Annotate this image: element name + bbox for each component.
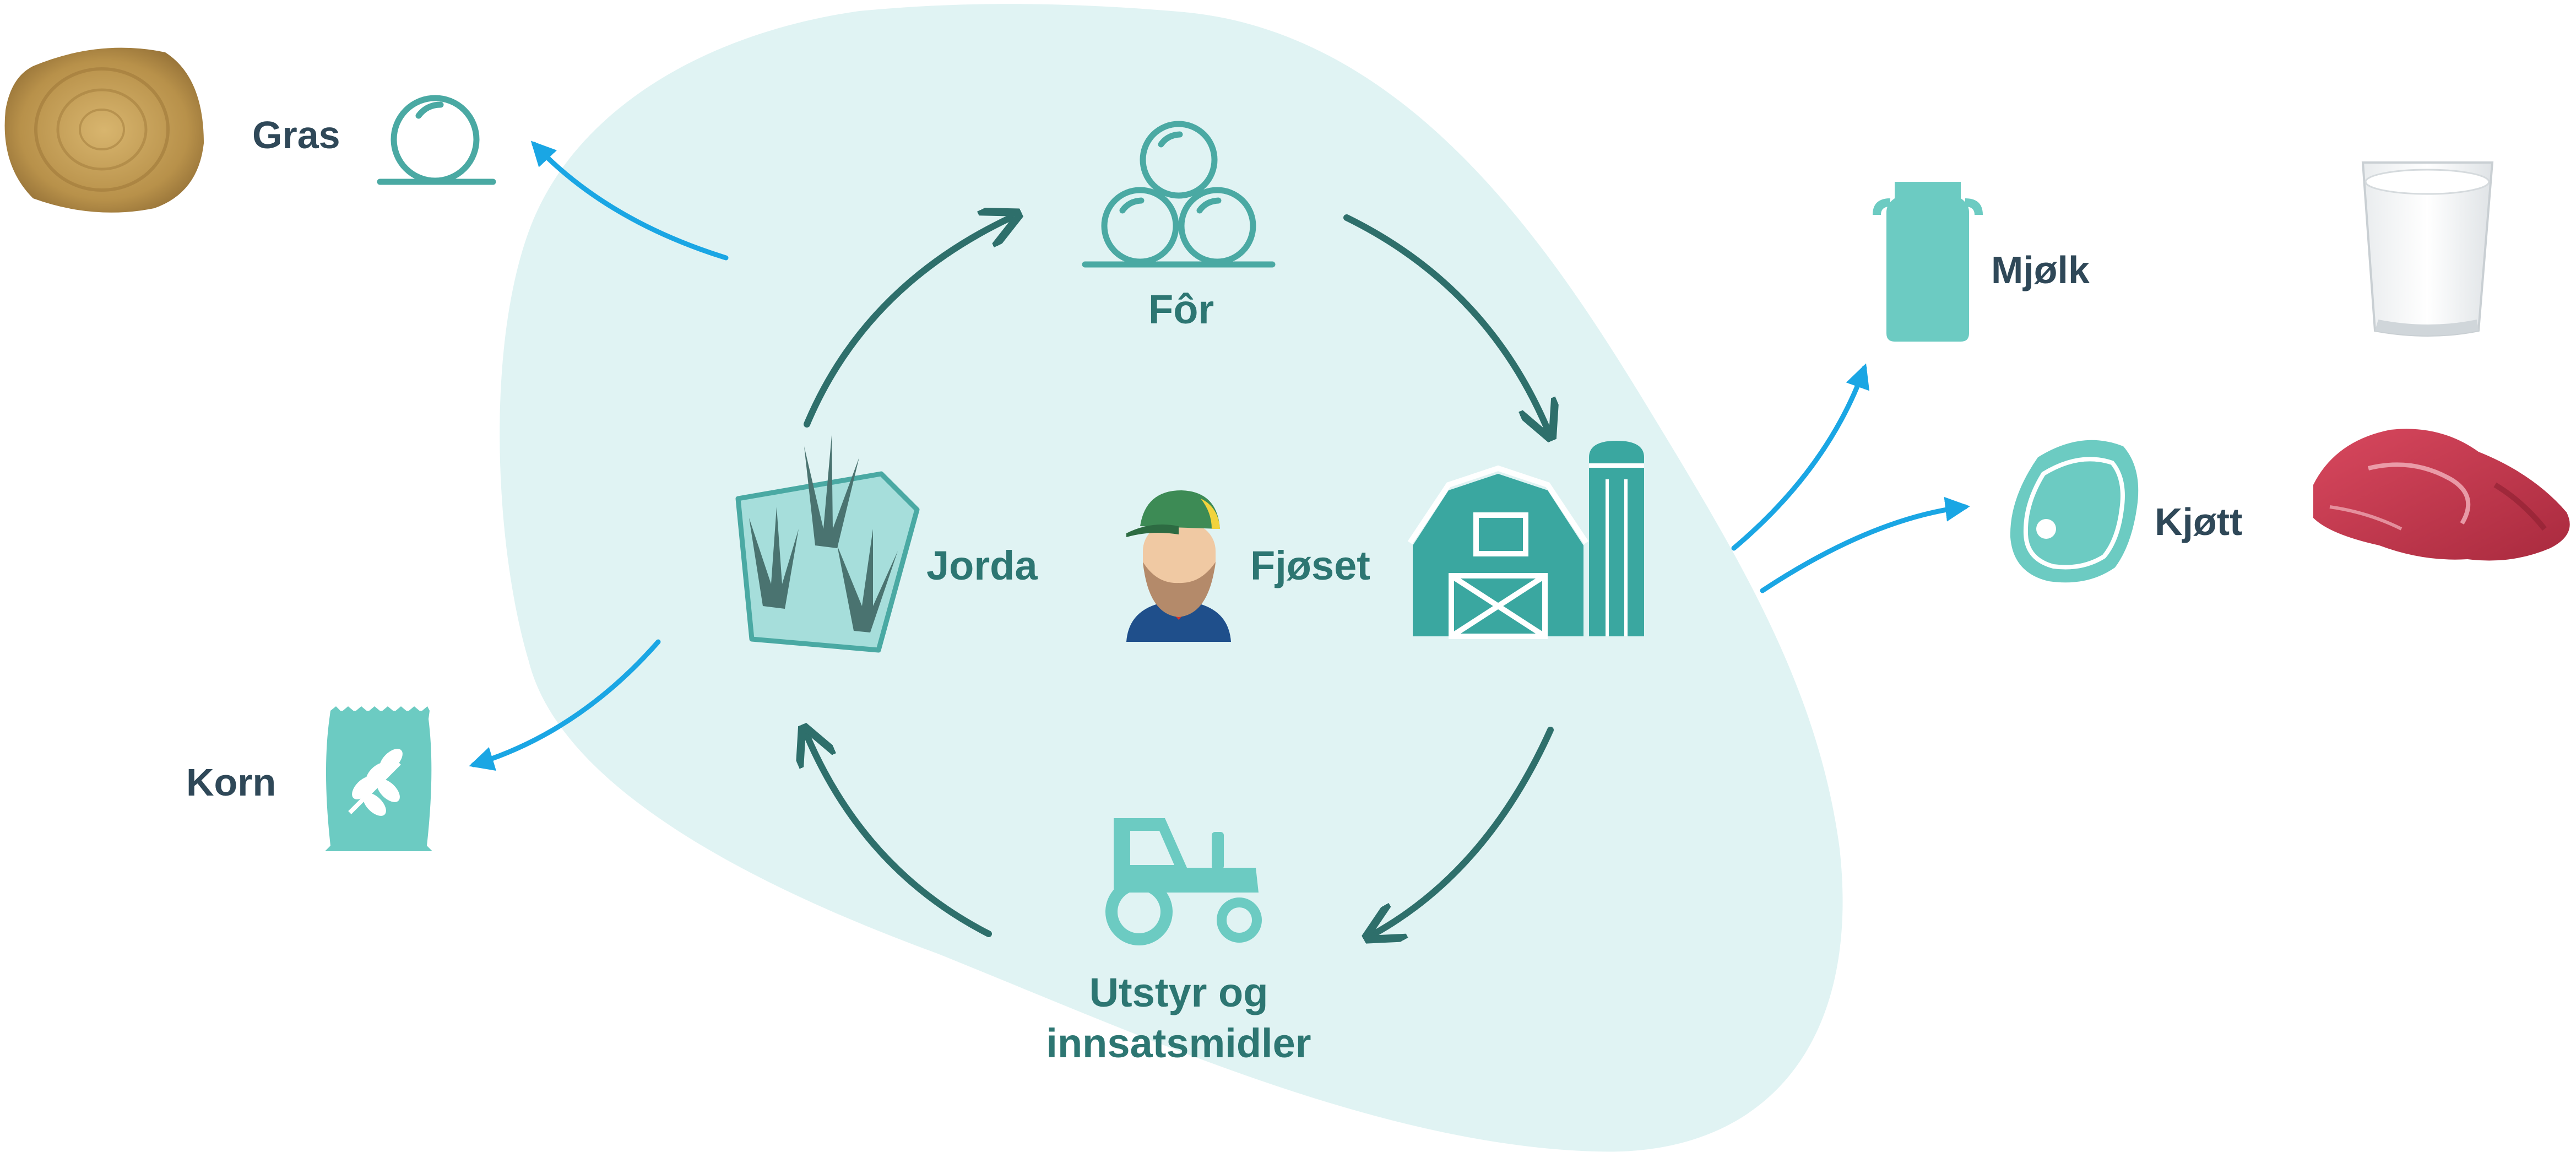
glass-of-milk-photo (2361, 161, 2494, 337)
arrow-to-grain (469, 639, 661, 771)
equipment-label: Utstyr og innsatsmidler (1013, 972, 1344, 1064)
arrow-feed-to-barn (1343, 214, 1548, 430)
equipment-label-line2: innsatsmidler (1046, 1020, 1311, 1066)
arrow-barn-to-equipment (1374, 727, 1554, 934)
arrow-to-milk (1731, 363, 1870, 551)
barn-label: Fjøset (1250, 543, 1370, 588)
grass-field-icon (735, 435, 920, 653)
raw-beef-photo (2313, 429, 2570, 561)
hay-bale-icon (377, 95, 496, 185)
arrow-soil-to-feed (804, 218, 1011, 428)
grain-sack-icon (325, 706, 432, 851)
grass-label: Gras (252, 113, 340, 156)
cycle-arrows (807, 218, 1550, 934)
grain-label: Korn (186, 761, 276, 804)
arrow-equipment-to-soil (807, 736, 992, 937)
soil-label: Jorda (926, 543, 1038, 588)
milk-label: Mjølk (1991, 248, 2090, 291)
meat-label: Kjøtt (2155, 500, 2243, 543)
round-hay-bale-photo (4, 47, 204, 213)
steak-icon (2010, 440, 2139, 583)
arrow-to-grass (530, 140, 729, 261)
barn-silo-icon (1407, 441, 1644, 639)
feed-label: Fôr (1148, 286, 1214, 332)
farmer-icon (1126, 490, 1231, 642)
output-arrows (469, 140, 1970, 771)
tractor-icon (1105, 818, 1262, 945)
hay-bales-icon (1082, 121, 1276, 268)
arrow-to-meat (1760, 496, 1970, 593)
equipment-label-line1: Utstyr og (1089, 970, 1268, 1015)
milk-can-icon (1873, 182, 1983, 342)
